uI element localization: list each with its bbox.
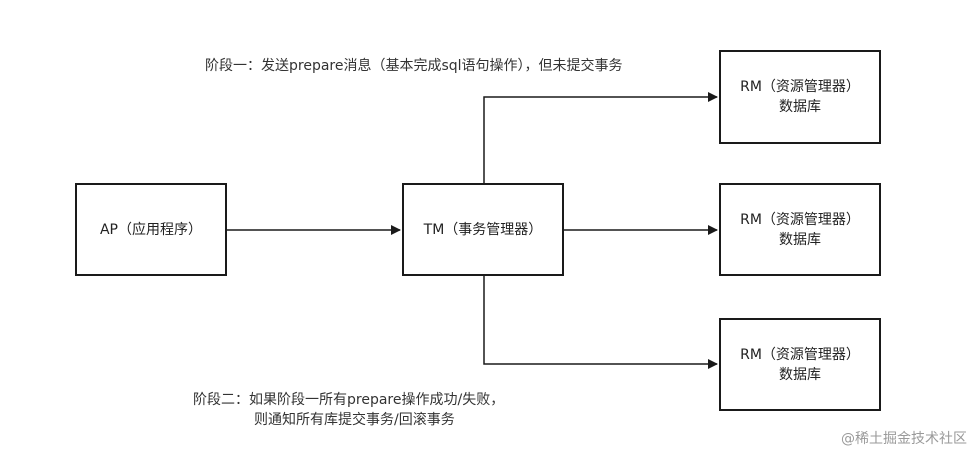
rm-database-node-1: RM（资源管理器） 数据库 (719, 50, 881, 144)
tm-node-label: TM（事务管理器） (423, 221, 543, 238)
rm-node-title: RM（资源管理器） (740, 79, 860, 95)
phase2-annotation-line1: 阶段二：如果阶段一所有prepare操作成功/失败， (193, 392, 505, 408)
ap-node-label: AP（应用程序） (99, 221, 203, 238)
rm-database-node-3: RM（资源管理器） 数据库 (719, 318, 881, 411)
rm-database-node-2: RM（资源管理器） 数据库 (719, 183, 881, 276)
rm-node-subtitle: 数据库 (779, 366, 821, 383)
arrow-tm-to-rm1 (483, 92, 718, 183)
ap-application-node: AP（应用程序） (75, 183, 227, 276)
rm-node-title: RM（资源管理器） (740, 211, 860, 228)
phase2-annotation-line2: 则通知所有库提交事务/回滚事务 (254, 412, 455, 428)
rm-node-subtitle: 数据库 (779, 231, 821, 248)
rm-node-subtitle: 数据库 (779, 99, 821, 115)
rm-node-title: RM（资源管理器） (740, 346, 860, 363)
tm-transaction-manager-node: TM（事务管理器） (402, 183, 564, 276)
watermark: @稀土掘金技术社区 (841, 431, 967, 447)
phase1-annotation: 阶段一：发送prepare消息（基本完成sql语句操作），但未提交事务 (205, 58, 623, 74)
arrow-tm-to-rm3 (483, 276, 718, 369)
